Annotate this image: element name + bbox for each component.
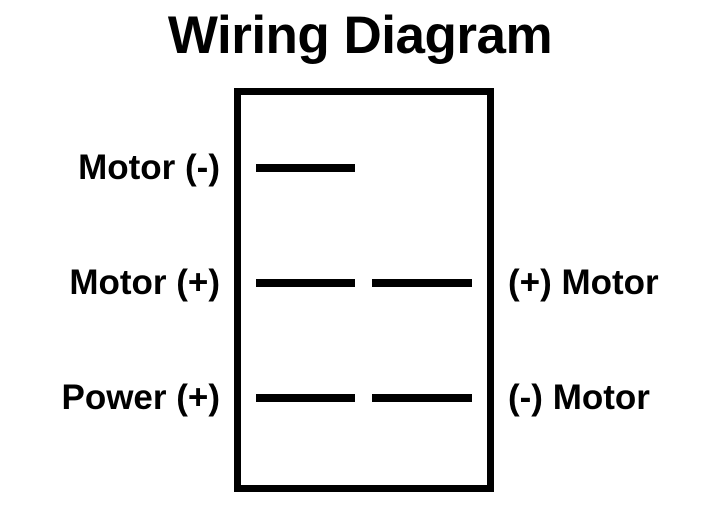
page-title: Wiring Diagram (167, 6, 553, 65)
terminal-bar-right-row3 (372, 394, 472, 402)
terminal-label-left-row1: Motor (-) (78, 148, 220, 187)
terminal-label-right-row2: (+) Motor (508, 263, 659, 302)
terminal-bar-left-row1 (256, 164, 355, 172)
switch-body-outline (234, 88, 494, 492)
terminal-label-left-row3: Power (+) (61, 378, 220, 417)
terminal-bar-right-row2 (372, 279, 472, 287)
terminal-bar-left-row2 (256, 279, 355, 287)
terminal-label-left-row2: Motor (+) (69, 263, 220, 302)
terminal-bar-left-row3 (256, 394, 355, 402)
terminal-label-right-row3: (-) Motor (508, 378, 650, 417)
